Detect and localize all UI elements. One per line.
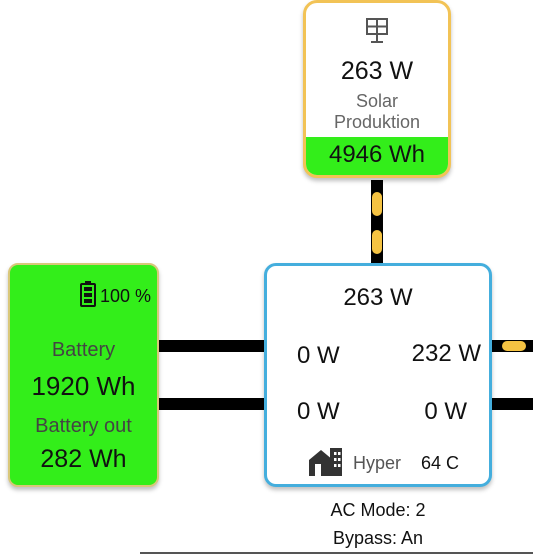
solar-panel-icon [306, 17, 448, 50]
battery-percent-value: 100 % [99, 286, 151, 306]
bypass-status: Bypass: An [332, 528, 424, 548]
battery-connector-line-2 [159, 398, 265, 410]
solar-energy-value: 4946 Wh [306, 137, 448, 175]
battery-connector-line-1 [159, 340, 265, 352]
solar-power-value: 263 W [340, 57, 414, 85]
inverter-footer: Hyper 64 C [307, 446, 459, 481]
ac-mode-status: AC Mode: 2 [330, 500, 426, 520]
inverter-input-1-value: 0 W [297, 342, 340, 369]
inverter-input-2-value: 0 W [297, 398, 340, 425]
inverter-power-value: 263 W [343, 284, 413, 311]
flow-dot [502, 341, 526, 351]
battery-icon [79, 281, 96, 312]
solar-card[interactable]: 263 W Solar Produktion 4946 Wh [303, 0, 451, 178]
inverter-card[interactable]: 263 W 0 W 232 W 0 W 0 W Hyper 64 C [264, 263, 492, 487]
battery-percent: 100 % [79, 281, 151, 312]
output-connector-line-2 [492, 398, 533, 410]
solar-label-text: Solar Produktion [333, 91, 421, 132]
inverter-output-2-value: 0 W [424, 398, 467, 425]
flow-dot [372, 230, 382, 254]
inverter-device-label: Hyper [353, 453, 402, 473]
battery-card[interactable]: 100 % Battery 1920 Wh Battery out 282 Wh [8, 263, 159, 487]
battery-out-label: Battery out [35, 415, 132, 437]
flow-dot [372, 192, 382, 216]
bottom-divider [140, 552, 533, 554]
solar-label: Solar Produktion [306, 91, 448, 133]
battery-energy-value: 1920 Wh [31, 371, 136, 401]
inverter-output-1-value: 232 W [411, 340, 481, 367]
house-building-icon [307, 446, 343, 481]
battery-title: Battery [51, 339, 116, 361]
inverter-temperature: 64 C [421, 453, 460, 473]
battery-out-value: 282 Wh [40, 445, 127, 473]
